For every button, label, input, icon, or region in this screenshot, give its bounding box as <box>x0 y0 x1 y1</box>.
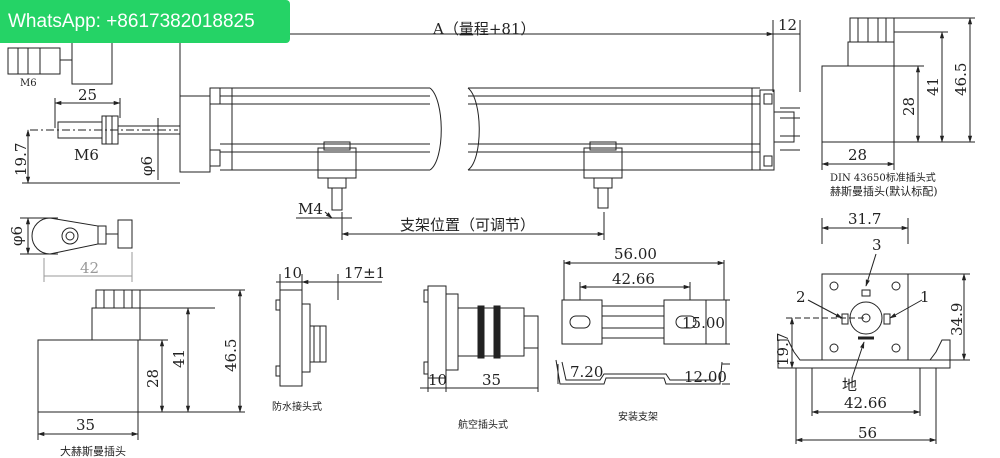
din-28h-label: 28 <box>900 97 918 116</box>
mb-12-label: 12.00 <box>684 368 727 386</box>
din-caption-2: 赫斯曼插头(默认标配) <box>830 184 938 198</box>
din-connector-labels: 28 28 41 46.5 DIN 43650标准插头式 赫斯曼插头(默认标配) <box>830 63 970 198</box>
length-label: A（量程+81） <box>432 20 536 38</box>
waterproof-labels: 10 17±1 防水接头式 <box>272 264 385 413</box>
mb-7-2-label: 7.20 <box>570 363 603 381</box>
bracket-position-label: 支架位置（可调节） <box>400 216 535 234</box>
large-hirschmann-view <box>37 289 245 440</box>
lh-41-label: 41 <box>170 349 188 368</box>
pv-pin3-label: 3 <box>872 236 882 254</box>
mb-caption: 安装支架 <box>618 410 658 423</box>
wp-17-label: 17±1 <box>344 264 385 282</box>
lh-46-5-label: 46.5 <box>222 339 240 372</box>
aviation-view <box>420 285 539 392</box>
lh-35-label: 35 <box>76 416 95 434</box>
din-41-label: 41 <box>924 77 942 96</box>
dim-25-label: 25 <box>78 86 97 104</box>
m6-rod-label: M6 <box>74 146 99 164</box>
mb-56-label: 56.00 <box>614 245 657 263</box>
pv-31-7-label: 31.7 <box>848 210 881 228</box>
pv-pin1-label: 1 <box>920 288 930 306</box>
m4-label: M4 <box>298 200 323 218</box>
wp-10-label: 10 <box>283 264 302 282</box>
pv-19-7-label: 19.7 <box>774 333 792 366</box>
dim-19-7-label: 19.7 <box>12 143 30 176</box>
pin-view-labels: 31.7 3 2 1 34.9 19.7 地 42.66 56 <box>774 210 966 442</box>
pv-ground-label: 地 <box>842 376 857 394</box>
whatsapp-watermark: WhatsApp: +8617382018825 <box>0 0 290 43</box>
mount-bracket-view <box>555 260 730 385</box>
pv-42-66-label: 42.66 <box>844 394 887 412</box>
av-10-label: 10 <box>428 371 447 389</box>
rod-end-labels: φ6 42 <box>8 226 99 277</box>
large-hirschmann-labels: 28 41 46.5 35 大赫斯曼插头 <box>60 339 240 458</box>
m6-top-label: M6 <box>20 78 37 89</box>
av-caption: 航空插头式 <box>458 418 508 431</box>
wp-caption: 防水接头式 <box>272 400 322 413</box>
pv-pin2-label: 2 <box>796 288 806 306</box>
rod-end-view <box>20 217 133 282</box>
din-28w-label: 28 <box>848 146 867 164</box>
aviation-labels: 10 35 航空插头式 <box>428 371 508 431</box>
end-dim-label: 12 <box>778 16 797 34</box>
waterproof-view <box>275 274 382 387</box>
rod-end-phi6-label: φ6 <box>8 226 26 246</box>
lh-28-label: 28 <box>144 369 162 388</box>
rod-end-42-label: 42 <box>80 259 99 277</box>
din-connector-view <box>821 17 975 170</box>
av-35-label: 35 <box>482 371 501 389</box>
pv-34-9-label: 34.9 <box>948 303 966 336</box>
main-sensor-view <box>7 20 801 240</box>
mount-bracket-labels: 56.00 42.66 15.00 7.20 12.00 安装支架 <box>570 245 727 423</box>
main-view-labels: A（量程+81） 12 M6 25 M6 19.7 φ6 M4 支架位置（可调节… <box>12 16 797 234</box>
pv-56-label: 56 <box>858 424 877 442</box>
din-caption-1: DIN 43650标准插头式 <box>830 171 936 184</box>
pin-view <box>777 218 970 444</box>
din-46-5-label: 46.5 <box>952 63 970 96</box>
mb-15-label: 15.00 <box>682 314 725 332</box>
mb-42-66-label: 42.66 <box>612 270 655 288</box>
phi6-label: φ6 <box>138 156 156 176</box>
lh-caption: 大赫斯曼插头 <box>60 444 126 458</box>
